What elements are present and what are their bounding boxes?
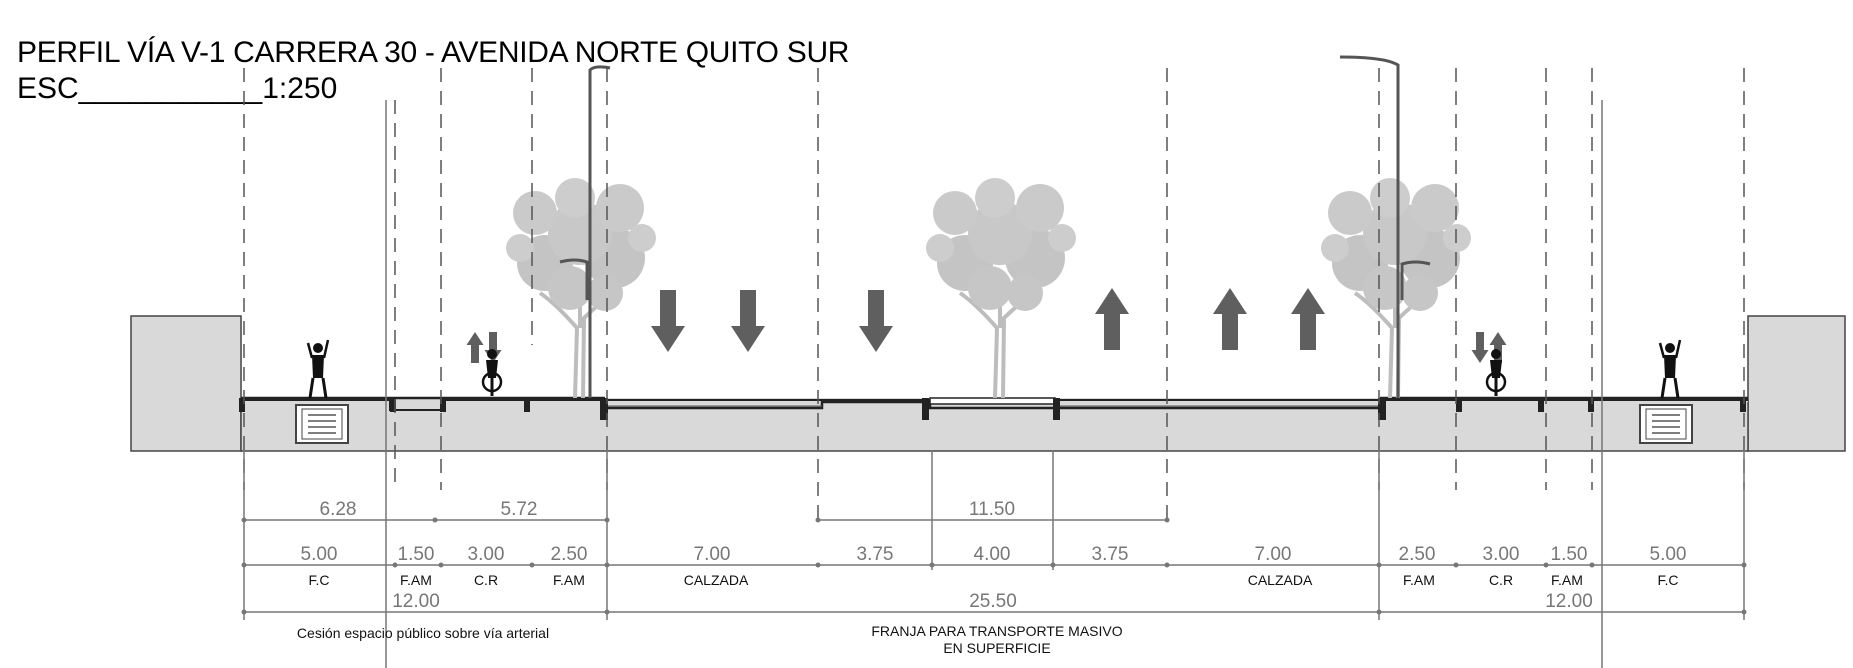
arrow-up-1 [1095, 288, 1129, 350]
pedestrian-left [306, 338, 330, 400]
left-duct [295, 404, 349, 444]
drawing-scale: ESC___________1:250 [17, 72, 338, 105]
note-franja-line2: EN SUPERFICIE [943, 640, 1050, 656]
dim-calzada-left: 7.00 [694, 544, 731, 565]
note-franja-line1: FRANJA PARA TRANSPORTE MASIVO [871, 623, 1122, 639]
dim-12-left: 12.00 [392, 591, 440, 612]
dim-fam2-left: 2.50 [551, 544, 588, 565]
bike-arrows-left [466, 332, 502, 363]
label-fam-left: F.AM [400, 572, 432, 588]
dim-5-72: 5.72 [501, 499, 538, 520]
label-fc-left: F.C [309, 572, 330, 588]
tree-center [924, 176, 1078, 400]
label-fc-right: F.C [1658, 572, 1679, 588]
arrow-up-3 [1291, 288, 1325, 350]
note-cesion: Cesión espacio público sobre vía arteria… [297, 625, 549, 641]
label-cr-right: C.R [1489, 572, 1513, 588]
dim-fam-right: 2.50 [1399, 544, 1436, 565]
dim-fam-left: 1.50 [398, 544, 435, 565]
tree-right [1319, 176, 1473, 400]
dim-calzada-right: 7.00 [1255, 544, 1292, 565]
dim-25-50: 25.50 [969, 591, 1017, 612]
bike-arrows-right [1471, 332, 1507, 363]
axis-lines [243, 68, 1745, 525]
dim-3-75-left: 3.75 [857, 544, 894, 565]
label-fam-right: F.AM [1403, 572, 1435, 588]
arrow-down-2 [731, 290, 765, 352]
dim-fc-right: 5.00 [1650, 544, 1687, 565]
dim-3-75-right: 3.75 [1092, 544, 1129, 565]
dim-cr-right: 3.00 [1483, 544, 1520, 565]
cyclist-right [1485, 347, 1507, 398]
left-building [130, 315, 242, 452]
light-pole-right [1339, 55, 1431, 398]
label-cr-left: C.R [474, 572, 498, 588]
pedestrian-right [1658, 338, 1682, 400]
dim-fam2-right: 1.50 [1551, 544, 1588, 565]
dimension-lines [244, 519, 1744, 613]
right-duct [1639, 404, 1693, 444]
dim-fc-left: 5.00 [301, 544, 338, 565]
dim-11-50: 11.50 [969, 499, 1015, 520]
arrow-down-1 [651, 290, 685, 352]
tree-left [504, 176, 658, 400]
arrow-up-2 [1213, 288, 1247, 350]
label-calzada-right: CALZADA [1248, 572, 1313, 588]
dim-4-00: 4.00 [974, 544, 1011, 565]
right-building [1747, 315, 1846, 452]
cyclist-left [481, 347, 503, 398]
dim-12-right: 12.00 [1545, 591, 1593, 612]
label-calzada-left: CALZADA [684, 572, 749, 588]
label-fam2-left: F.AM [553, 572, 585, 588]
dim-cr-left: 3.00 [468, 544, 505, 565]
dim-6-28: 6.28 [320, 499, 357, 520]
arrow-down-3 [859, 290, 893, 352]
drawing-title: PERFIL VÍA V-1 CARRERA 30 - AVENIDA NORT… [17, 36, 850, 69]
light-pole-left [559, 65, 611, 398]
label-fam2-right: F.AM [1551, 572, 1583, 588]
